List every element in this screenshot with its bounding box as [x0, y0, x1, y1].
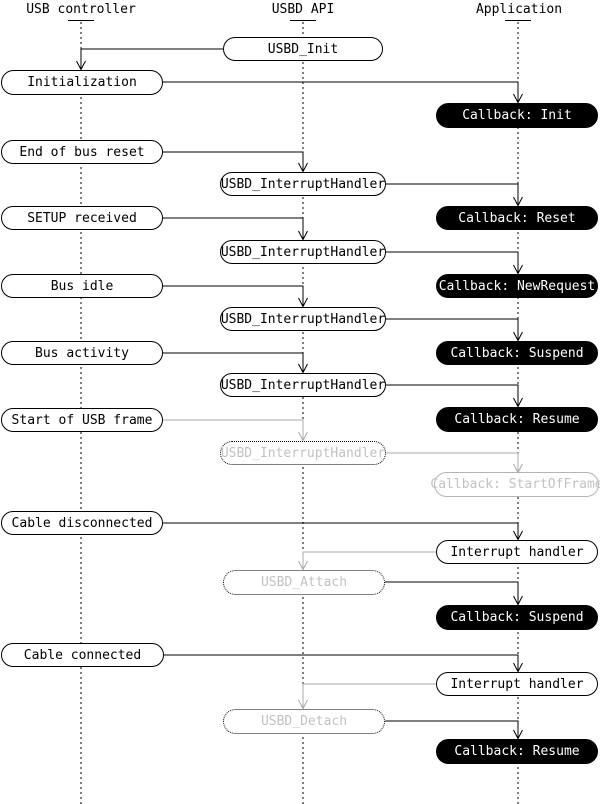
event-cable-connected: Cable connected — [1, 643, 164, 667]
callback-suspend: Callback: Suspend — [436, 341, 598, 365]
arrow-sof-to-ghost-handler — [163, 419, 308, 442]
callback-init: Callback: Init — [436, 103, 598, 128]
column-header-usbd-api: USBD API — [271, 2, 335, 17]
callback-suspend-2: Callback: Suspend — [436, 605, 598, 630]
arrow-initialization-to-callback-init — [163, 81, 523, 104]
event-bus-activity: Bus activity — [1, 341, 163, 365]
api-call-interrupt-handler-2: USBD_InterruptHandler — [220, 240, 386, 264]
arrow-bus-idle-to-interrupt-handler — [163, 285, 308, 308]
api-call-interrupt-handler-1: USBD_InterruptHandler — [220, 172, 386, 196]
arrow-usbd-detach-to-callback-resume — [385, 720, 523, 740]
arrow-ghost-handler-to-startofframe — [385, 452, 523, 474]
connectors-active — [76, 48, 523, 740]
arrow-setup-to-interrupt-handler — [163, 217, 308, 241]
callback-resume-2: Callback: Resume — [436, 739, 598, 764]
arrow-cable-connected-to-handler — [164, 654, 523, 673]
callback-reset: Callback: Reset — [436, 206, 598, 230]
arrow-handler-to-callback-newrequest — [386, 251, 523, 275]
arrow-handler-to-callback-reset — [386, 183, 523, 207]
arrow-usbd-attach-to-callback-suspend — [385, 581, 523, 606]
arrow-bus-activity-to-interrupt-handler — [163, 352, 308, 374]
event-bus-idle: Bus idle — [1, 274, 163, 298]
event-setup-received: SETUP received — [1, 206, 163, 230]
event-cable-disconnected: Cable disconnected — [1, 511, 163, 535]
interrupt-handler-1: Interrupt handler — [436, 540, 598, 564]
column-header-application: Application — [475, 2, 563, 17]
arrow-cable-disconnected-to-handler — [163, 522, 523, 541]
arrow-handler-to-usbd-attach — [298, 551, 436, 571]
api-call-usbd-detach-ghost: USBD_Detach — [223, 709, 385, 734]
arrow-bus-reset-to-interrupt-handler — [163, 151, 308, 173]
callback-resume: Callback: Resume — [436, 407, 598, 432]
event-start-of-usb-frame: Start of USB frame — [1, 408, 163, 432]
column-header-usb-controller: USB controller — [26, 2, 136, 17]
arrow-usbd-init-to-initialization — [76, 48, 223, 71]
interrupt-handler-2: Interrupt handler — [436, 672, 598, 696]
api-call-interrupt-handler-ghost: USBD_InterruptHandler — [220, 441, 386, 465]
callback-newrequest: Callback: NewRequest — [436, 274, 598, 298]
connectors-inactive — [163, 419, 523, 710]
callback-startofframe-ghost: Callback: StartOfFrame — [430, 472, 600, 497]
api-call-interrupt-handler-3: USBD_InterruptHandler — [220, 307, 386, 331]
arrow-handler-to-usbd-detach — [298, 683, 436, 710]
event-initialization: Initialization — [1, 70, 163, 95]
arrow-handler-to-callback-resume — [386, 384, 523, 408]
api-call-usbd-attach-ghost: USBD_Attach — [223, 570, 385, 595]
api-call-interrupt-handler-4: USBD_InterruptHandler — [220, 373, 386, 397]
api-call-usbd-init: USBD_Init — [223, 37, 383, 61]
event-end-of-bus-reset: End of bus reset — [1, 140, 163, 164]
arrow-handler-to-callback-suspend — [386, 318, 523, 342]
